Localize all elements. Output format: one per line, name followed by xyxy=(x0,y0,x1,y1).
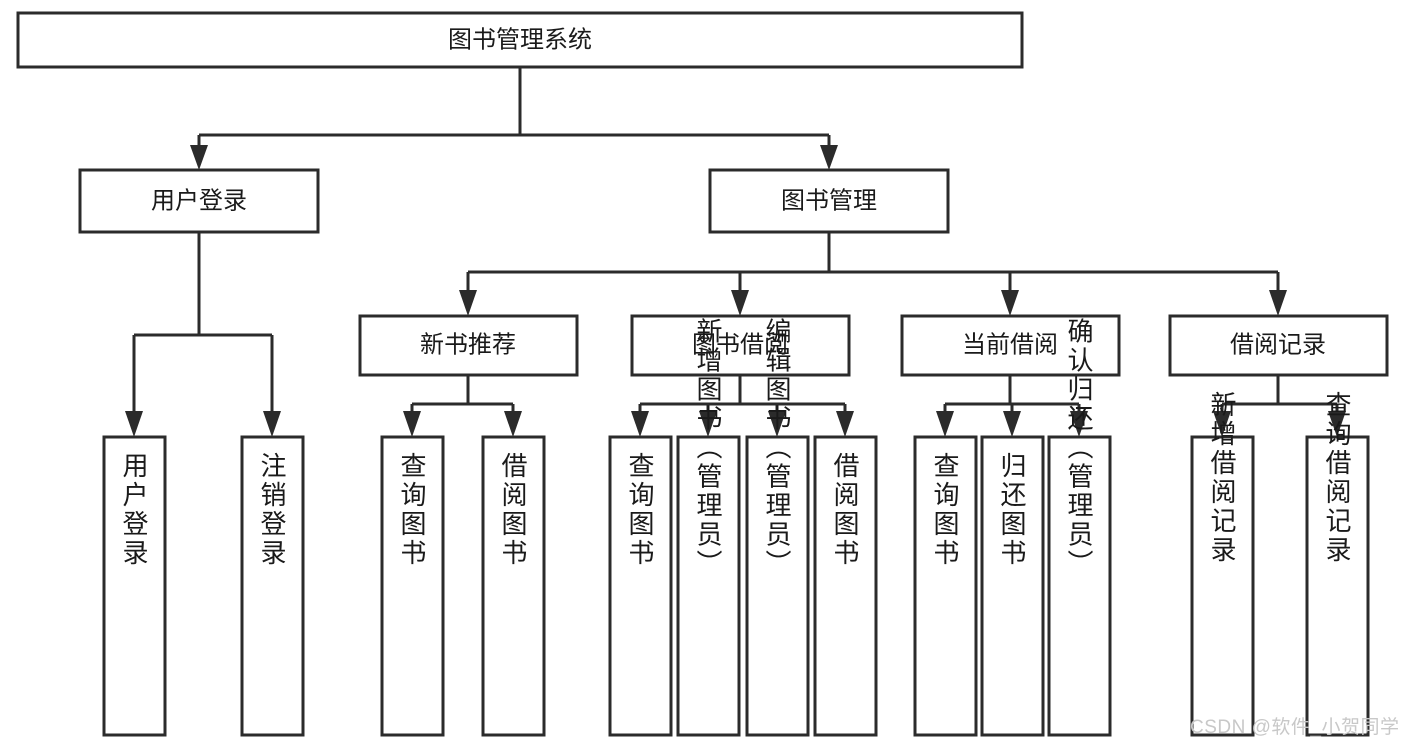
node-new-book-recommend-box xyxy=(358,314,579,377)
node-book-management[interactable]: 图书管理 xyxy=(708,168,950,234)
node-borrow-record-label: 借阅记录 xyxy=(1230,331,1326,358)
leaf-label: 注销登录 xyxy=(257,452,287,568)
leaf-book-borrow-add-book-admin[interactable]: 新增图书（管理员） xyxy=(676,317,741,737)
node-book-management-box xyxy=(708,168,950,234)
node-current-borrow-label: 当前借阅 xyxy=(962,331,1058,358)
leaf-box xyxy=(813,435,878,737)
node-book-borrow-label: 图书借阅 xyxy=(692,331,788,358)
connector-group-borrow-record xyxy=(1213,375,1346,437)
leaf-label: 查询借阅记录 xyxy=(1322,391,1352,565)
leaf-label: 查询图书 xyxy=(397,452,427,568)
leaf-user-login-user-login[interactable]: 用户登录 xyxy=(102,435,167,737)
leaf-box xyxy=(380,435,445,737)
connector-group-new-book xyxy=(403,375,522,437)
node-new-book-recommend[interactable]: 新书推荐 xyxy=(358,314,579,377)
connector-group-root xyxy=(190,67,838,170)
leaf-box xyxy=(980,435,1045,737)
leaf-borrow-record-query-record[interactable]: 查询借阅记录 xyxy=(1305,391,1370,737)
arrowhead-leaf-current-borrow-1 xyxy=(1003,411,1021,437)
leaf-label: 查询图书 xyxy=(930,452,960,568)
node-root-book-management-system[interactable]: 图书管理系统 xyxy=(16,11,1024,69)
arrowhead-book-borrow xyxy=(731,290,749,316)
leaf-book-borrow-borrow-book[interactable]: 借阅图书 xyxy=(813,435,878,737)
leaf-box xyxy=(1190,435,1255,737)
leaf-box xyxy=(608,435,673,737)
leaf-box xyxy=(745,435,810,737)
connector-group-book-borrow xyxy=(631,375,854,437)
node-book-borrow-box xyxy=(630,314,851,377)
arrowhead-leaf-borrow-record-1 xyxy=(1328,411,1346,437)
leaf-current-borrow-return-book[interactable]: 归还图书 xyxy=(980,435,1045,737)
leaf-book-borrow-edit-book-admin[interactable]: 编辑图书（管理员） xyxy=(745,317,810,737)
leaf-label: 编辑图书（管理员） xyxy=(762,317,792,578)
arrowhead-leaf-user-login-1 xyxy=(263,411,281,437)
leaf-box xyxy=(102,435,167,737)
leaf-box xyxy=(1305,435,1370,737)
leaf-book-borrow-query-book[interactable]: 查询图书 xyxy=(608,435,673,737)
connector-group-book-manage xyxy=(459,232,1287,316)
arrowhead-leaf-book-borrow-1 xyxy=(699,411,717,437)
arrowhead-book-manage xyxy=(820,145,838,170)
node-book-borrow[interactable]: 图书借阅 xyxy=(630,314,851,377)
arrowhead-new-book-recommend xyxy=(459,290,477,316)
leaf-label: 查询图书 xyxy=(625,452,655,568)
leaf-current-borrow-query-book[interactable]: 查询图书 xyxy=(913,435,978,737)
node-user-login-box xyxy=(78,168,320,234)
arrowhead-leaf-book-borrow-3 xyxy=(836,411,854,437)
leaf-borrow-record-add-record[interactable]: 新增借阅记录 xyxy=(1190,391,1255,737)
arrowhead-borrow-record xyxy=(1269,290,1287,316)
arrowhead-leaf-user-login-0 xyxy=(125,411,143,437)
arrowhead-leaf-current-borrow-0 xyxy=(936,411,954,437)
leaf-label: 新增图书（管理员） xyxy=(693,317,723,578)
node-root-box xyxy=(16,11,1024,69)
leaf-label: 用户登录 xyxy=(119,452,149,568)
node-book-management-label: 图书管理 xyxy=(781,187,877,214)
leaf-box xyxy=(676,435,741,737)
leaf-box xyxy=(913,435,978,737)
leaf-box xyxy=(1047,435,1112,737)
node-current-borrow-box xyxy=(900,314,1121,377)
leaf-user-login-logout[interactable]: 注销登录 xyxy=(240,435,305,737)
arrowhead-leaf-current-borrow-2 xyxy=(1070,411,1088,437)
arrowhead-current-borrow xyxy=(1001,290,1019,316)
leaf-new-book-borrow-book[interactable]: 借阅图书 xyxy=(481,435,546,737)
connector-group-user-login xyxy=(125,232,281,437)
csdn-watermark: CSDN @软件_小贺同学 xyxy=(1190,717,1400,738)
arrowhead-leaf-new-book-0 xyxy=(403,411,421,437)
node-root-label: 图书管理系统 xyxy=(448,26,592,53)
leaf-label: 借阅图书 xyxy=(498,452,528,568)
leaf-new-book-query-book[interactable]: 查询图书 xyxy=(380,435,445,737)
arrowhead-leaf-book-borrow-0 xyxy=(631,411,649,437)
arrowhead-leaf-new-book-1 xyxy=(504,411,522,437)
node-current-borrow[interactable]: 当前借阅 xyxy=(900,314,1121,377)
arrowhead-leaf-borrow-record-0 xyxy=(1213,411,1231,437)
node-user-login-label: 用户登录 xyxy=(151,187,247,214)
connector-group-current-borrow xyxy=(936,375,1088,437)
leaf-label: 归还图书 xyxy=(997,452,1027,568)
leaf-label: 借阅图书 xyxy=(830,452,860,568)
node-borrow-record-box xyxy=(1168,314,1389,377)
node-borrow-record[interactable]: 借阅记录 xyxy=(1168,314,1389,377)
node-user-login[interactable]: 用户登录 xyxy=(78,168,320,234)
leaf-label: 确认归还（管理员） xyxy=(1064,317,1094,578)
leaf-box xyxy=(481,435,546,737)
node-new-book-recommend-label: 新书推荐 xyxy=(420,331,516,358)
leaf-current-borrow-confirm-return-admin[interactable]: 确认归还（管理员） xyxy=(1047,317,1112,737)
leaf-label: 新增借阅记录 xyxy=(1207,391,1237,565)
arrowhead-leaf-book-borrow-2 xyxy=(768,411,786,437)
arrowhead-user-login xyxy=(190,145,208,170)
leaf-box xyxy=(240,435,305,737)
